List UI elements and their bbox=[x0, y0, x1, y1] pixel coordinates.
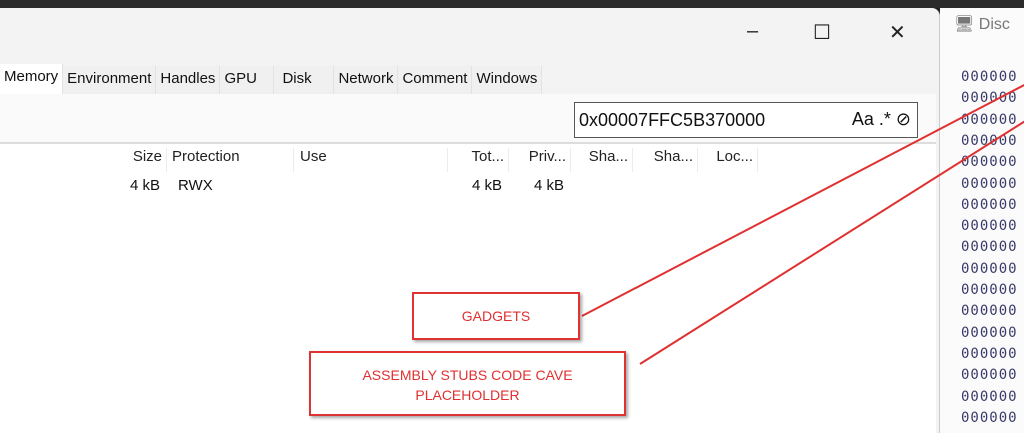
close-button[interactable]: ✕ bbox=[889, 22, 906, 44]
search-input[interactable]: 0x00007FFC5B370000 Aa .* ⊘ bbox=[574, 102, 918, 138]
window-title: 🖥 Disc bbox=[954, 16, 1010, 33]
hex-address-row: 000000 bbox=[961, 388, 1018, 405]
hex-address-row: 000000 bbox=[961, 90, 1018, 107]
taskbar-strip bbox=[0, 0, 1024, 8]
column-use[interactable]: Use bbox=[300, 148, 448, 172]
maximize-button[interactable]: ☐ bbox=[813, 22, 831, 44]
hex-address-row: 000000 bbox=[961, 409, 1018, 426]
stubs-arrow bbox=[639, 120, 1024, 365]
minimize-button[interactable]: – bbox=[747, 20, 759, 42]
stubs-callout: ASSEMBLY STUBS CODE CAVE PLACEHOLDER bbox=[309, 351, 626, 416]
clear-filter-icon[interactable]: ⊘ bbox=[895, 109, 911, 129]
tab-windows[interactable]: Windows bbox=[472, 66, 543, 94]
column-locked[interactable]: Loc... bbox=[704, 148, 758, 172]
tab-disk[interactable]: Disk bbox=[274, 66, 335, 94]
hex-address-row: 000000 bbox=[961, 175, 1018, 192]
column-size[interactable]: Size bbox=[60, 148, 167, 172]
hex-address-row: 000000 bbox=[961, 324, 1018, 341]
hex-address-row: 000000 bbox=[961, 260, 1018, 277]
tab-memory[interactable]: Memory bbox=[0, 64, 64, 94]
column-protection[interactable]: Protection bbox=[172, 148, 294, 172]
gadgets-arrow bbox=[581, 84, 1024, 317]
tab-comment[interactable]: Comment bbox=[398, 66, 473, 94]
hex-address-row: 000000 bbox=[961, 196, 1018, 213]
column-shared[interactable]: Sha... bbox=[638, 148, 698, 172]
gadgets-callout: GADGETS bbox=[412, 292, 580, 340]
column-shareable[interactable]: Sha... bbox=[576, 148, 633, 172]
tab-network[interactable]: Network bbox=[334, 66, 399, 94]
hex-address-row: 000000 bbox=[961, 367, 1018, 384]
regex-icon[interactable]: .* bbox=[878, 109, 891, 129]
hex-address-row: 000000 bbox=[961, 132, 1018, 149]
hex-address-row: 000000 bbox=[961, 69, 1018, 85]
tab-bar: Memory Environment Handles GPU Disk Netw… bbox=[0, 64, 543, 94]
match-case-icon[interactable]: Aa bbox=[851, 109, 874, 129]
column-total[interactable]: Tot... bbox=[449, 148, 509, 172]
search-value: 0x00007FFC5B370000 bbox=[579, 110, 766, 130]
row-protection: RWX bbox=[178, 177, 213, 194]
row-size: 4 kB bbox=[129, 177, 160, 194]
hex-address-row: 000000 bbox=[961, 111, 1018, 128]
tab-environment[interactable]: Environment bbox=[63, 66, 157, 94]
tab-gpu[interactable]: GPU bbox=[220, 66, 275, 94]
row-private: 4 kB bbox=[533, 177, 564, 194]
hex-address-row: 000000 bbox=[961, 282, 1018, 298]
hex-address-row: 000000 bbox=[961, 218, 1018, 235]
hex-address-row: 000000 bbox=[961, 303, 1018, 320]
disassembly-window: 🖥 Disc 000000 000000 000000 000000 000000 000… bbox=[940, 8, 1024, 433]
hex-address-row: 000000 bbox=[961, 239, 1018, 256]
hex-address-row: 000000 bbox=[961, 154, 1018, 171]
tab-handles[interactable]: Handles bbox=[156, 66, 221, 94]
row-total: 4 kB bbox=[471, 177, 502, 194]
hex-address-row: 000000 bbox=[961, 345, 1018, 362]
column-private[interactable]: Priv... bbox=[514, 148, 571, 172]
